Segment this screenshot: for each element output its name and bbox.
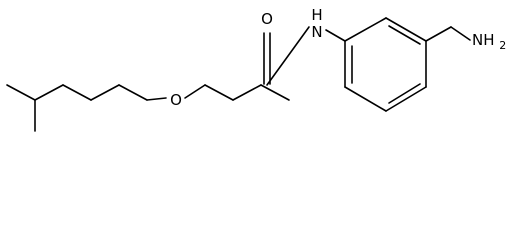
ring-double-2 bbox=[388, 83, 421, 104]
bond-o-c1 bbox=[184, 84, 206, 99]
bond-c3-c4 bbox=[62, 84, 92, 101]
bond-chain-1 bbox=[204, 84, 234, 101]
ether-oxygen-label: O bbox=[170, 91, 182, 109]
chemical-structure: O O H N NH 2 bbox=[6, 6, 506, 132]
bond-nh-ring bbox=[325, 29, 346, 42]
ring-bond-2 bbox=[344, 86, 387, 112]
bond-methyl-top bbox=[6, 84, 36, 101]
carbonyl-oxygen-label: O bbox=[261, 10, 273, 28]
bond-c6-o bbox=[146, 97, 167, 101]
ring-bond-5 bbox=[385, 17, 427, 42]
amine-subscript: 2 bbox=[499, 39, 506, 52]
bond-carbonyl-nh bbox=[266, 26, 310, 86]
amide-h-label: H bbox=[311, 6, 322, 24]
ring-bond-3 bbox=[385, 86, 427, 112]
bond-c5-c6 bbox=[118, 84, 148, 101]
bond-ring-ch2 bbox=[425, 26, 452, 42]
ring-bond-6 bbox=[344, 17, 387, 42]
ring-double-3 bbox=[388, 25, 421, 45]
bond-c2-c3 bbox=[34, 84, 64, 101]
amine-label: NH 2 bbox=[472, 31, 506, 52]
bond-ch2-n bbox=[450, 26, 471, 41]
amide-n-label: N bbox=[311, 23, 322, 41]
amine-nh-label: NH bbox=[472, 31, 495, 49]
bond-chain-3 bbox=[260, 84, 290, 101]
bond-c4-c5 bbox=[90, 84, 120, 101]
bond-chain-2 bbox=[232, 84, 262, 101]
